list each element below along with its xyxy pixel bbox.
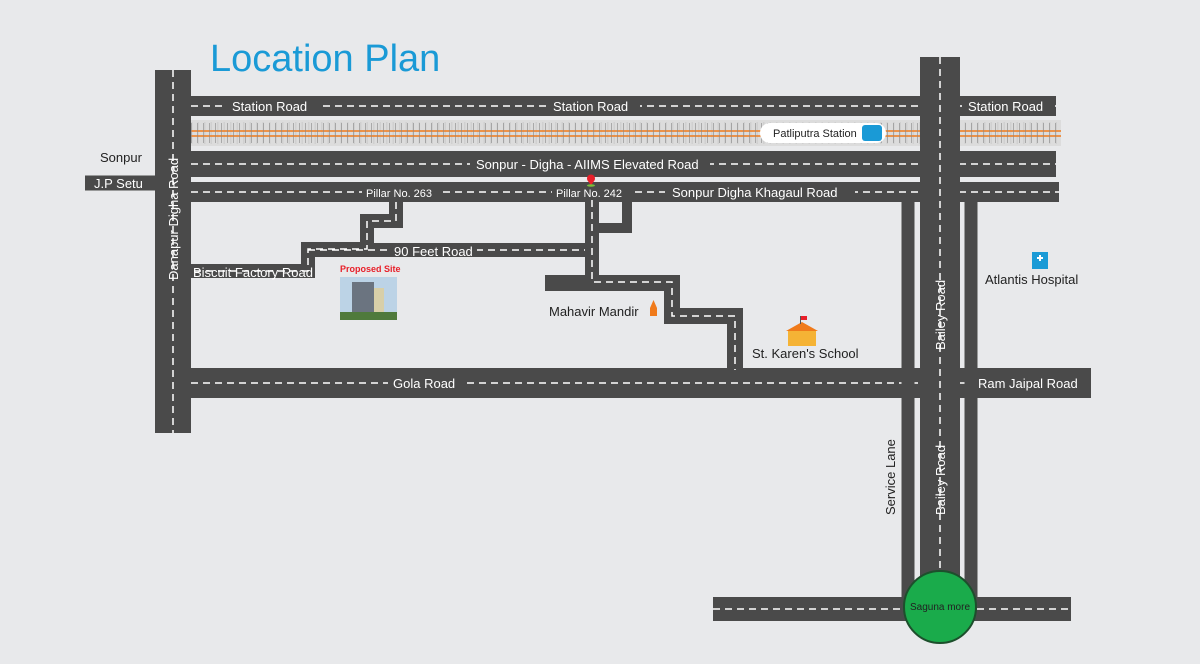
map-shape xyxy=(389,243,477,257)
map-shape xyxy=(552,185,632,200)
map-shape xyxy=(226,98,318,114)
elevated-road-label: Sonpur - Digha - AIIMS Elevated Road xyxy=(476,157,699,172)
map-label: Bailey Road xyxy=(933,280,948,350)
map-shape xyxy=(591,200,736,370)
map-shape xyxy=(352,282,374,316)
building-image xyxy=(340,277,397,320)
map-label: Ram Jaipal Road xyxy=(978,376,1078,391)
khagaul-road-label: Sonpur Digha Khagaul Road xyxy=(672,185,838,200)
map-label: Station Road xyxy=(553,99,628,114)
map-label: Biscuit Factory Road xyxy=(193,265,313,280)
map-shape xyxy=(597,200,632,233)
railway-track xyxy=(191,120,1061,146)
proposed-site-label: Proposed Site xyxy=(340,264,401,274)
page-title: Location Plan xyxy=(210,38,441,80)
mahavir-road xyxy=(545,275,743,370)
mahavir-mandir-label: Mahavir Mandir xyxy=(549,304,639,319)
sonpur-label: Sonpur xyxy=(100,150,143,165)
road-labels: Station Road Station Road Station Road S… xyxy=(166,98,1089,515)
map-shape xyxy=(786,322,818,331)
map-label: Pillar No. 242 xyxy=(556,188,622,200)
station-road-label: Station Road xyxy=(232,99,307,114)
train-icon xyxy=(862,125,882,141)
map-shape xyxy=(362,185,442,200)
map-shape xyxy=(973,375,1089,391)
map-shape xyxy=(587,179,595,186)
hospital-label: Atlantis Hospital xyxy=(985,272,1078,287)
map-shape xyxy=(962,98,1054,114)
map-shape xyxy=(801,316,807,320)
temple-icon xyxy=(650,300,657,316)
map-shape xyxy=(548,98,640,114)
map-shape xyxy=(340,312,397,320)
map-shape xyxy=(374,288,384,316)
school-icon xyxy=(786,316,818,346)
map-shape xyxy=(191,202,397,272)
map-shape xyxy=(665,185,855,200)
biscuit-factory-road xyxy=(191,202,403,278)
hospital-icon xyxy=(1032,252,1048,269)
map-shape xyxy=(788,330,816,346)
pin-icon xyxy=(587,174,595,187)
station-marker: Patliputra Station xyxy=(760,123,886,143)
map-label: Bailey Road xyxy=(933,445,948,515)
map-shape xyxy=(587,184,595,187)
map-label: Service Lane xyxy=(883,439,898,515)
map-shape xyxy=(1039,255,1041,261)
school-label: St. Karen's School xyxy=(752,346,859,361)
map-label: Station Road xyxy=(968,99,1043,114)
map-shape xyxy=(800,316,801,324)
map-shape xyxy=(388,375,464,391)
saguna-more-label: Saguna more xyxy=(910,602,970,613)
map-label: Danapur Digha Road xyxy=(166,158,181,280)
map-shape xyxy=(470,156,710,172)
map-label: Pillar No. 263 xyxy=(366,188,432,200)
map-label: 90 Feet Road xyxy=(394,244,473,259)
saguna-more-circle xyxy=(903,570,977,644)
map-shape xyxy=(760,123,886,143)
jp-setu-label: J.P Setu xyxy=(94,176,143,191)
map-label: Gola Road xyxy=(393,376,455,391)
map-label: Patliputra Station xyxy=(773,128,857,140)
